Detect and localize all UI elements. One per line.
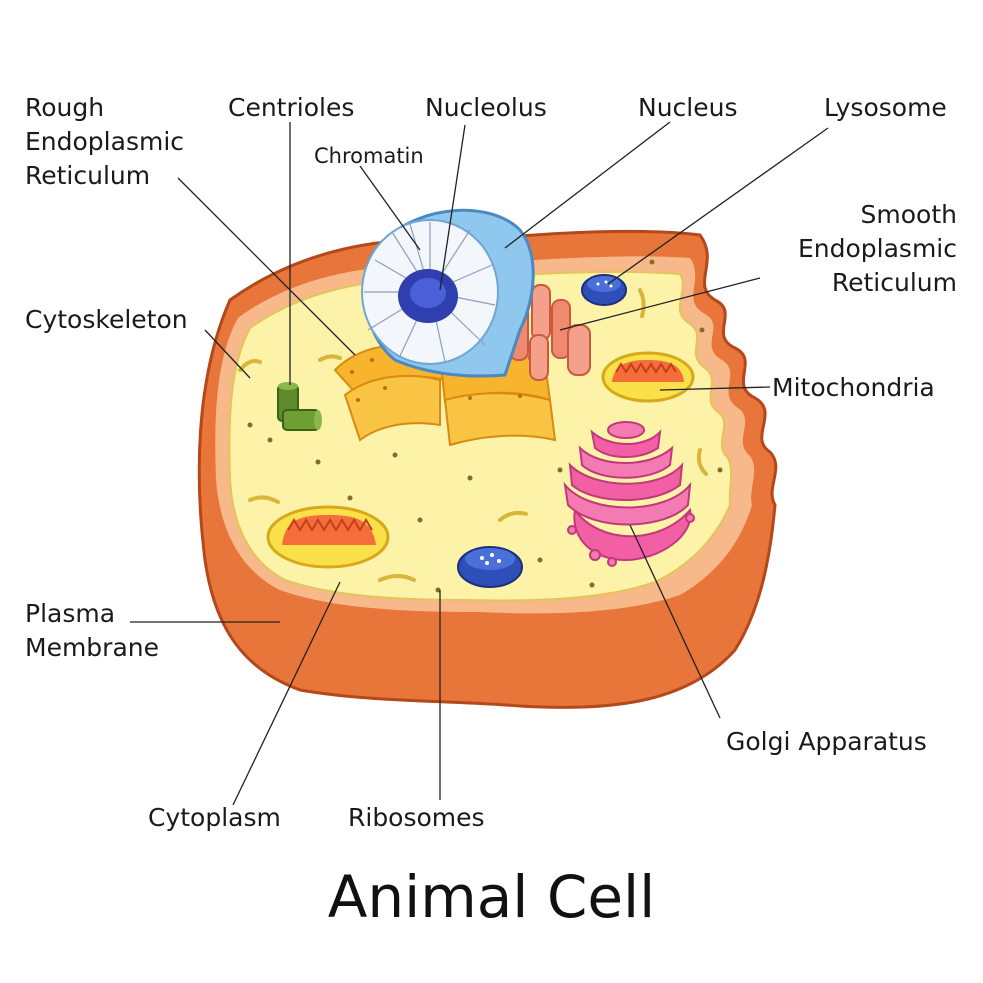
ribosome-dots [247,259,723,593]
label-cytoplasm: Cytoplasm [148,803,281,832]
leader-lines [130,121,829,806]
label-smooth-er-line-3: Reticulum [831,268,957,297]
label-plasma-membrane: Plasma Membrane [25,597,159,665]
label-smooth-er-line-2: Endoplasmic [797,234,957,263]
label-rough-er-line-2: Endoplasmic [25,127,185,156]
label-nucleus: Nucleus [638,93,738,122]
label-smooth-er-line-1: Smooth [860,200,957,229]
label-nucleolus: Nucleolus [425,93,547,122]
label-smooth-er: Smooth Endoplasmic Reticulum [798,198,957,300]
label-golgi-apparatus: Golgi Apparatus [726,727,927,756]
golgi-apparatus [563,421,695,567]
label-rough-er-line-1: Rough [25,93,105,122]
centrioles [277,382,322,431]
cytoskeleton-filaments [238,288,708,582]
nucleus [361,208,535,378]
label-ribosomes: Ribosomes [348,803,485,832]
label-chromatin: Chromatin [314,144,424,168]
lysosome-lower [457,546,523,588]
lysosome-upper [581,274,627,306]
label-mitochondria: Mitochondria [772,373,935,402]
label-plasma-membrane-line-2: Membrane [25,633,159,662]
label-rough-er: Rough Endoplasmic Reticulum [25,91,184,193]
mitochondrion-right [601,351,695,403]
label-rough-er-line-3: Reticulum [25,161,151,190]
label-plasma-membrane-line-1: Plasma [25,599,116,628]
mitochondrion-left [266,505,390,569]
diagram-title: Animal Cell [327,863,656,931]
label-cytoskeleton: Cytoskeleton [25,305,188,334]
label-centrioles: Centrioles [228,93,355,122]
label-lysosome: Lysosome [824,93,947,122]
